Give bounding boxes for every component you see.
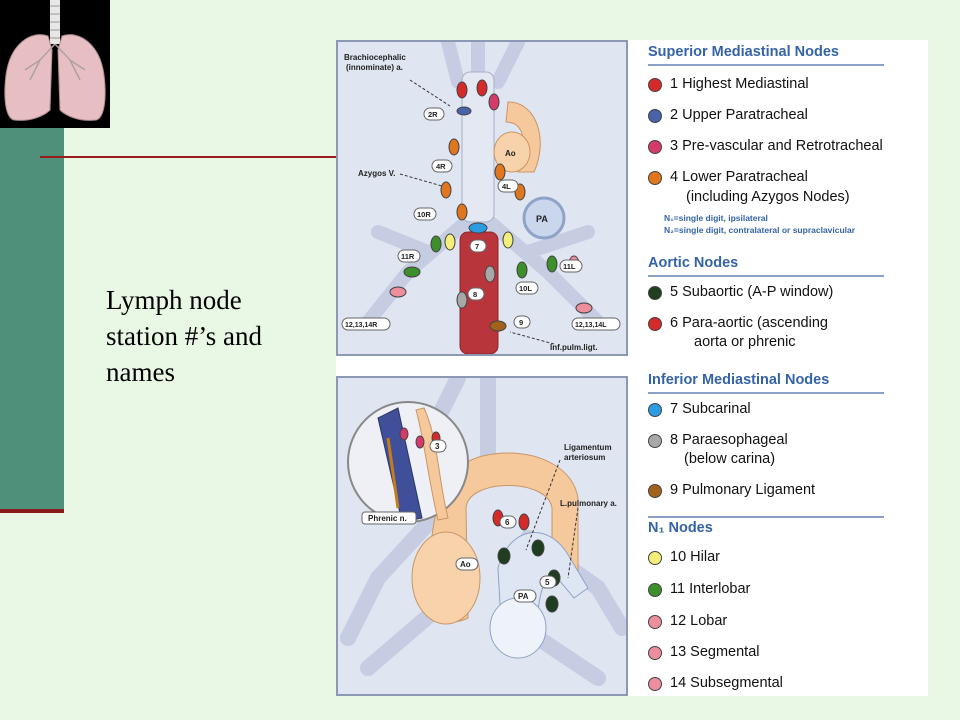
legend-item-12-label: 12 Lobar bbox=[670, 613, 728, 629]
node-11l-label: 11L bbox=[563, 262, 576, 271]
legend-item-7-label: 7 Subcarinal bbox=[670, 401, 751, 417]
legend-item-6-label: 6 Para-aortic (ascending bbox=[670, 315, 828, 331]
n1-note: N₁=single digit, ipsilateral bbox=[664, 213, 768, 223]
node-10-dot bbox=[648, 551, 662, 565]
title-rule bbox=[40, 156, 340, 158]
caption-line-1: Lymph node bbox=[106, 285, 242, 315]
node-10l-label: 10L bbox=[519, 284, 532, 293]
node-3-dot bbox=[648, 140, 662, 154]
n1-title: N₁ Nodes bbox=[648, 520, 713, 536]
node-14-dot bbox=[648, 677, 662, 691]
ao-bottom-label: Ao bbox=[460, 560, 471, 569]
l-pulmonary-label: L.pulmonary a. bbox=[560, 499, 617, 508]
caption-line-2: station #’s and bbox=[106, 321, 262, 351]
legend-item-11-label: 11 Interlobar bbox=[670, 581, 751, 597]
inferior-rule bbox=[648, 392, 884, 394]
node-12r-label: 12,13,14R bbox=[345, 322, 377, 329]
legend-item-2-label: 2 Upper Paratracheal bbox=[670, 107, 808, 123]
legend-item-4-sub: (including Azygos Nodes) bbox=[686, 189, 850, 205]
legend-item-4-label: 4 Lower Paratracheal bbox=[670, 169, 808, 185]
inferior-title: Inferior Mediastinal Nodes bbox=[648, 372, 830, 388]
mediastinal-diagram-bottom: 3 Phrenic n. Ligamentum arteriosum L.pul… bbox=[336, 370, 630, 696]
node-1-dot bbox=[648, 78, 662, 92]
node-4-dot bbox=[648, 171, 662, 185]
innominate-label: (innominate) a. bbox=[346, 63, 403, 72]
pa-label: PA bbox=[536, 214, 548, 224]
node-11-dot bbox=[648, 583, 662, 597]
node-7-dot bbox=[648, 403, 662, 417]
node-12l-label: 12,13,14L bbox=[575, 322, 607, 329]
aortic-rule bbox=[648, 275, 884, 277]
sidebar-bar bbox=[0, 128, 64, 512]
legend-item-13-label: 13 Segmental bbox=[670, 644, 760, 660]
lymph-node-figure: Brachiocephalic (innominate) a. Azygos V… bbox=[336, 35, 928, 696]
legend-item-8-sub: (below carina) bbox=[684, 451, 776, 467]
node-6-label: 6 bbox=[505, 518, 510, 527]
pa-bottom-label: PA bbox=[518, 592, 529, 601]
inf-pulm-label: Inf.pulm.ligt. bbox=[550, 343, 598, 352]
sidebar-bottom-accent bbox=[0, 509, 64, 513]
n1-rule bbox=[648, 516, 884, 518]
node-4l-label: 4L bbox=[502, 182, 511, 191]
mediastinal-diagram-top: Brachiocephalic (innominate) a. Azygos V… bbox=[336, 35, 628, 356]
node-12-dot bbox=[648, 615, 662, 629]
node-13-dot bbox=[648, 646, 662, 660]
legend-item-14-label: 14 Subsegmental bbox=[670, 675, 783, 691]
node-8-label: 8 bbox=[473, 290, 477, 299]
azygos-label: Azygos V. bbox=[358, 169, 396, 178]
legend-item-5-label: 5 Subaortic (A-P window) bbox=[670, 284, 834, 300]
n2-note: N₂=single digit, contralateral or suprac… bbox=[664, 225, 856, 235]
node-9-dot bbox=[648, 484, 662, 498]
superior-title: Superior Mediastinal Nodes bbox=[648, 44, 839, 60]
phrenic-label: Phrenic n. bbox=[368, 514, 407, 523]
legend-item-1-label: 1 Highest Mediastinal bbox=[670, 76, 809, 92]
node-2r-label: 2R bbox=[428, 110, 438, 119]
node-3-label: 3 bbox=[435, 442, 440, 451]
node-9-label: 9 bbox=[519, 318, 523, 327]
slide-caption: Lymph node station #’s and names bbox=[106, 282, 316, 390]
superior-rule bbox=[648, 64, 884, 66]
legend-item-8-label: 8 Paraesophageal bbox=[670, 432, 788, 448]
ao-label: Ao bbox=[505, 149, 516, 158]
ligamentum-label-1: Ligamentum bbox=[564, 443, 612, 452]
node-7-label: 7 bbox=[475, 242, 479, 251]
node-8-dot bbox=[648, 434, 662, 448]
node-5-label: 5 bbox=[545, 578, 550, 587]
node-6-dot bbox=[648, 317, 662, 331]
ligamentum-label-2: arteriosum bbox=[564, 453, 605, 462]
node-2-dot bbox=[648, 109, 662, 123]
node-4r-label: 4R bbox=[436, 162, 446, 171]
legend-item-9-label: 9 Pulmonary Ligament bbox=[670, 482, 816, 498]
caption-line-3: names bbox=[106, 357, 175, 387]
aortic-title: Aortic Nodes bbox=[648, 255, 739, 271]
node-11r-label: 11R bbox=[401, 252, 415, 261]
node-10r-label: 10R bbox=[417, 210, 431, 219]
lungs-image bbox=[0, 0, 110, 128]
legend-item-10-label: 10 Hilar bbox=[670, 549, 720, 565]
brachiocephalic-label: Brachiocephalic bbox=[344, 53, 406, 62]
node-legend: Superior Mediastinal Nodes 1 Highest Med… bbox=[648, 40, 928, 696]
node-5-dot bbox=[648, 286, 662, 300]
legend-item-3-label: 3 Pre-vascular and Retrotracheal bbox=[670, 138, 883, 154]
legend-item-6-sub: aorta or phrenic bbox=[694, 334, 796, 350]
